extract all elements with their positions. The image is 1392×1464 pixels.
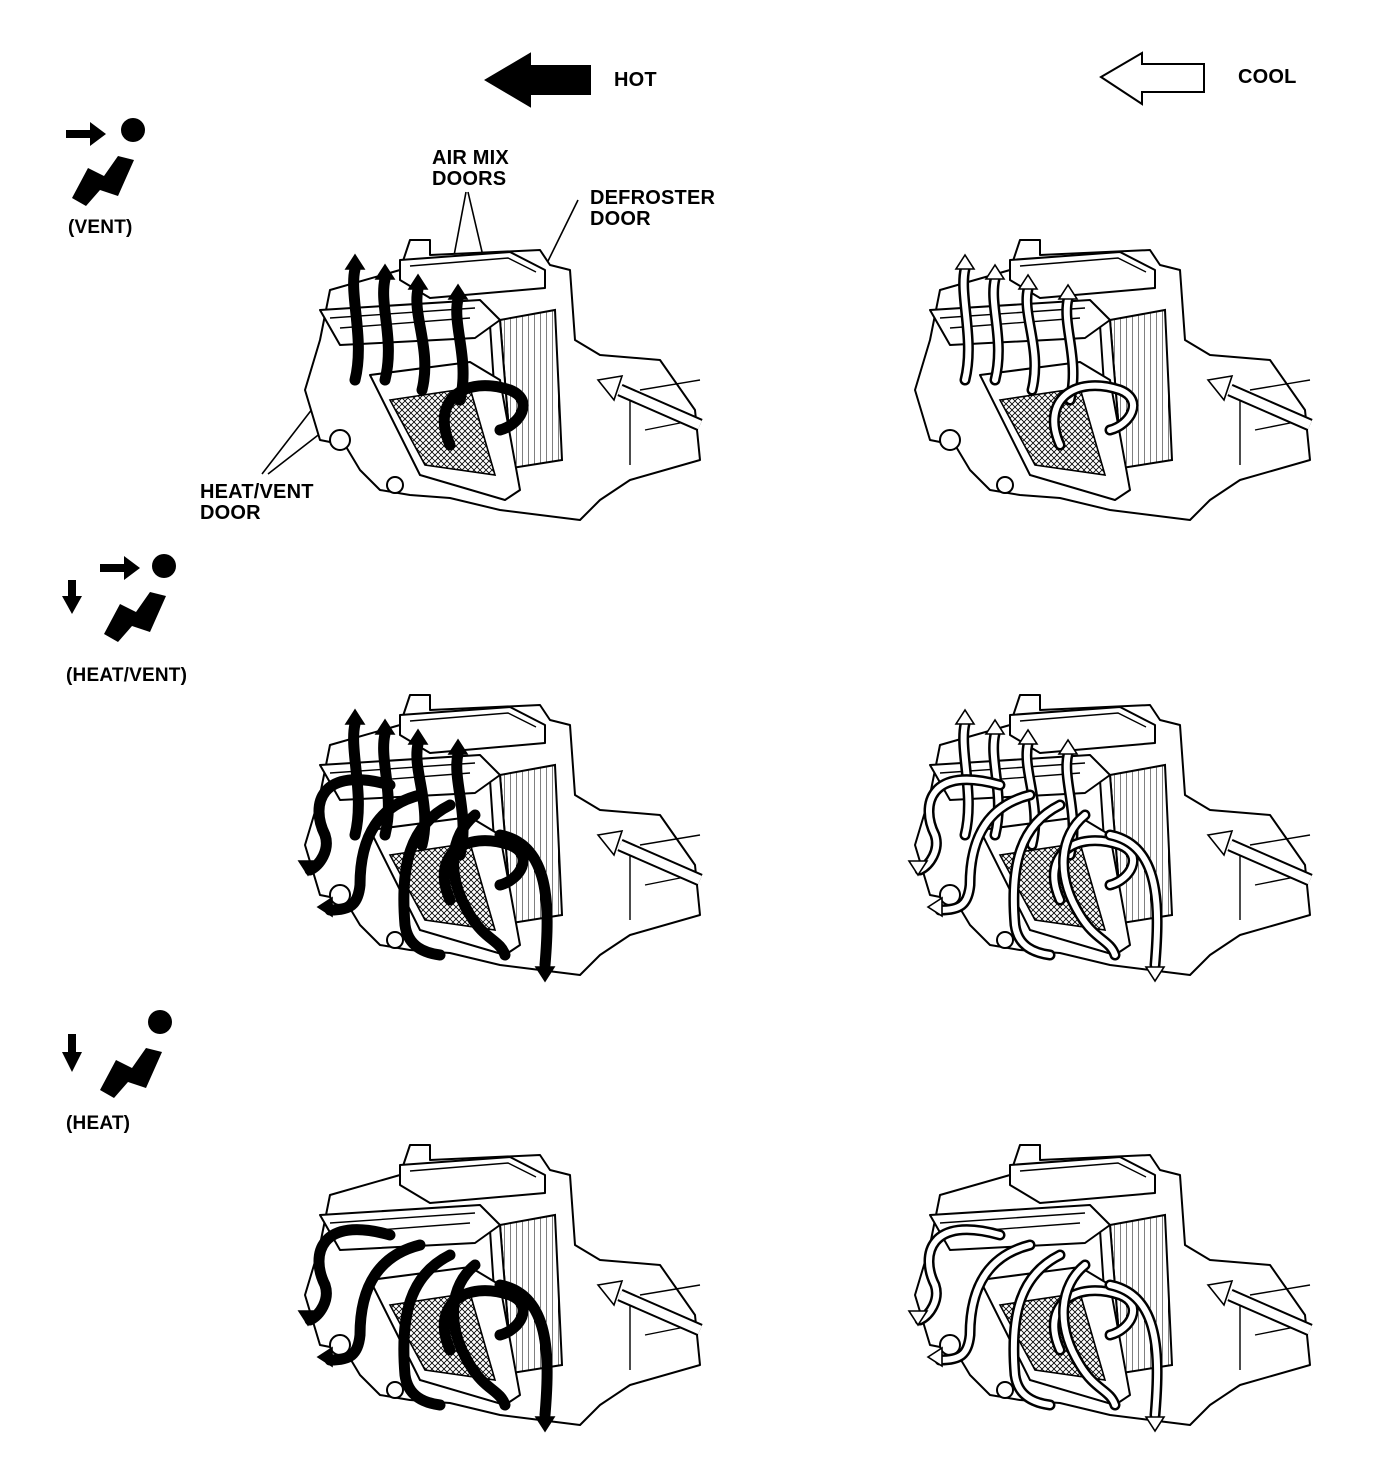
heater-unit-3 [297,694,703,983]
mode-label-heat-vent: (HEAT/VENT) [66,665,188,686]
heat-mode-icon [62,1010,172,1098]
heat-vent-door-label-line2: DOOR [200,502,261,524]
heater-unit-1 [304,239,703,521]
air-mix-doors-label-line2: DOORS [432,168,507,190]
mode-label-heat: (HEAT) [66,1113,131,1134]
vent-mode-icon [66,118,145,206]
defroster-door-label-line2: DOOR [590,208,651,230]
heater-unit-2 [914,239,1313,521]
hot-label: HOT [614,69,657,91]
heater-unit-6 [907,1144,1313,1433]
defroster-door-label-line1: DEFROSTER [590,187,716,209]
heater-unit-4 [907,694,1313,983]
heat-vent-mode-icon [62,554,176,642]
cool-label: COOL [1238,66,1297,88]
mode-label-vent: (VENT) [68,217,133,238]
cool-arrow-icon [1099,51,1205,106]
heat-vent-door-label-line1: HEAT/VENT [200,481,314,503]
hot-arrow-icon [484,52,591,108]
heater-unit-5 [297,1144,703,1433]
air-mix-doors-label-line1: AIR MIX [432,147,509,169]
